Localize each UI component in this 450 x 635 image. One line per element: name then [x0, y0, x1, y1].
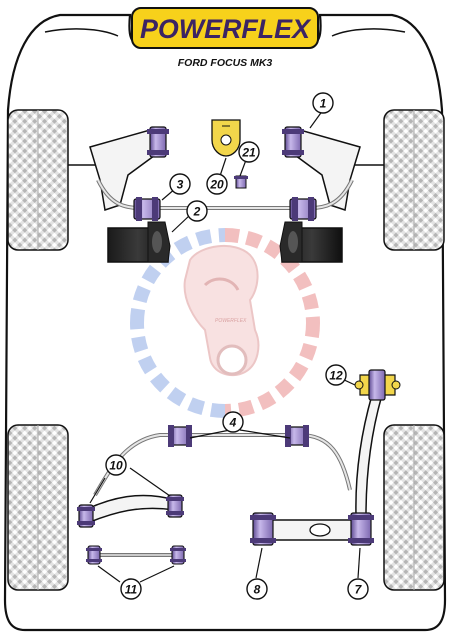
callout-21: 21 [238, 141, 260, 163]
powerflex-logo: POWERFLEX [131, 7, 319, 49]
callout-8: 8 [246, 578, 268, 600]
tyre-rear-left [7, 424, 69, 591]
bush-icon [133, 197, 161, 221]
svg-text:2: 2 [193, 205, 201, 219]
bush-icon [77, 504, 95, 528]
mount-block-icon [279, 221, 343, 263]
engine-mount-insert-icon [211, 119, 241, 157]
leader-lines [89, 109, 361, 583]
callout-2: 2 [186, 200, 208, 222]
svg-text:12: 12 [329, 369, 343, 383]
svg-text:7: 7 [355, 583, 363, 597]
callout-1: 1 [312, 92, 334, 114]
svg-text:3: 3 [177, 178, 184, 192]
bush-icon [289, 197, 317, 221]
tyre-front-right [383, 109, 445, 251]
small-bush-icon [234, 175, 248, 189]
callout-4: 4 [222, 411, 244, 433]
bush-icon [250, 512, 276, 546]
piston-watermark-icon [183, 244, 260, 377]
watermark-text: POWERFLEX [215, 318, 247, 324]
bush-icon [348, 512, 374, 546]
brand-name: POWERFLEX [140, 14, 312, 44]
svg-text:11: 11 [125, 583, 138, 597]
bush-icon [170, 545, 186, 565]
bush-icon [285, 425, 309, 447]
svg-text:1: 1 [320, 97, 327, 111]
callout-10: 10 [105, 454, 127, 476]
bonnet-inner-line [44, 28, 119, 37]
svg-text:21: 21 [241, 146, 256, 160]
callout-20: 20 [206, 173, 228, 195]
svg-text:8: 8 [254, 583, 261, 597]
bush-icon [147, 126, 169, 158]
svg-text:10: 10 [109, 459, 123, 473]
bush-icon [168, 425, 192, 447]
link-eye [309, 523, 331, 537]
bush-icon [354, 369, 401, 401]
svg-text:4: 4 [229, 416, 237, 430]
bonnet-inner-line-right [331, 28, 406, 37]
bush-icon [166, 494, 184, 518]
svg-text:20: 20 [209, 178, 224, 192]
mount-block-icon [107, 221, 171, 263]
rear-strut-arm [355, 394, 383, 516]
callout-12: 12 [325, 364, 347, 386]
model-label: FORD FOCUS MK3 [178, 57, 273, 69]
tyre-rear-right [383, 424, 445, 591]
rear-anti-roll-bar [93, 433, 352, 497]
callout-7: 7 [347, 578, 369, 600]
bush-icon [86, 545, 102, 565]
callout-11: 11 [120, 578, 142, 600]
bush-icon [282, 126, 304, 158]
tyre-front-left [7, 109, 69, 251]
rear-upper-arm [84, 494, 176, 523]
callout-3: 3 [169, 173, 191, 195]
